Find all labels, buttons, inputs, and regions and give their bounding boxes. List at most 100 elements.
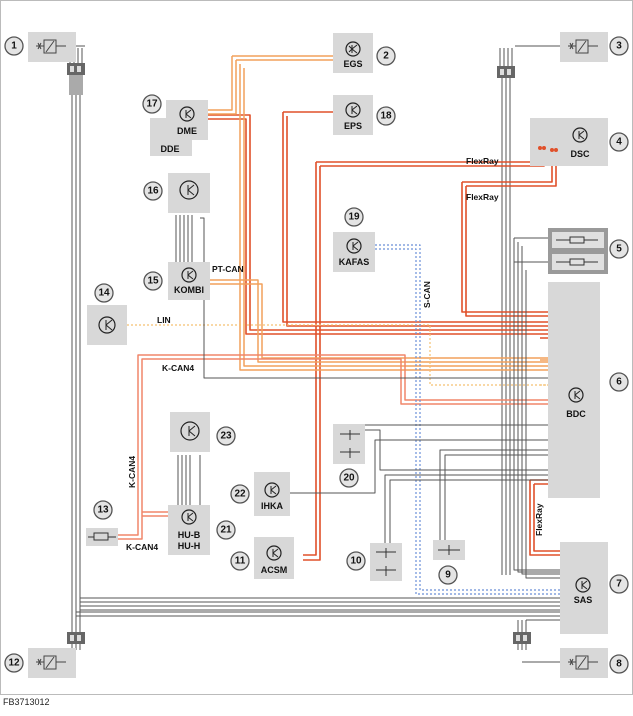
bus-label-k-can4-2: K-CAN4 bbox=[127, 456, 137, 488]
component-6-bdc bbox=[548, 282, 600, 498]
component-16-display bbox=[168, 173, 210, 213]
callout-6: 6 bbox=[609, 372, 629, 392]
component-2-egs bbox=[333, 33, 373, 73]
pt-can-wires bbox=[208, 55, 561, 371]
label-ihka: IHKA bbox=[261, 501, 283, 511]
svg-text:1: 1 bbox=[11, 41, 17, 52]
component-20-switches bbox=[333, 424, 365, 464]
component-11-acsm bbox=[254, 537, 294, 579]
callout-16: 16 bbox=[143, 181, 163, 201]
component-10-switches bbox=[370, 543, 402, 581]
svg-text:2: 2 bbox=[383, 51, 389, 62]
label-acsm: ACSM bbox=[261, 565, 288, 575]
component-4-dsc bbox=[530, 118, 608, 166]
bus-label-flexray-3: FlexRay bbox=[534, 503, 544, 536]
component-15-kombi bbox=[168, 262, 210, 300]
svg-text:9: 9 bbox=[445, 570, 451, 581]
label-sas: SAS bbox=[574, 595, 593, 605]
callout-8: 8 bbox=[609, 654, 629, 674]
svg-text:19: 19 bbox=[348, 212, 360, 223]
callout-15: 15 bbox=[143, 271, 163, 291]
callout-14: 14 bbox=[94, 283, 114, 303]
callout-12: 12 bbox=[4, 653, 24, 673]
component-9-switch bbox=[433, 540, 465, 560]
label-egs: EGS bbox=[343, 59, 362, 69]
component-19-kafas bbox=[333, 232, 375, 272]
callout-21: 21 bbox=[216, 520, 236, 540]
callout-20: 20 bbox=[339, 468, 359, 488]
component-5-fuses bbox=[548, 228, 608, 274]
svg-text:5: 5 bbox=[616, 244, 622, 255]
callout-3: 3 bbox=[609, 36, 629, 56]
connector-left-top bbox=[67, 63, 85, 75]
callout-18: 18 bbox=[376, 106, 396, 126]
svg-text:4: 4 bbox=[616, 137, 622, 148]
callout-13: 13 bbox=[93, 500, 113, 520]
svg-text:22: 22 bbox=[234, 489, 246, 500]
callout-22: 22 bbox=[230, 484, 250, 504]
svg-text:13: 13 bbox=[97, 505, 109, 516]
left-trunk-wires bbox=[69, 48, 83, 628]
label-dde: DDE bbox=[160, 144, 179, 154]
callout-23: 23 bbox=[216, 426, 236, 446]
component-3-actuator bbox=[560, 32, 608, 62]
callout-1: 1 bbox=[4, 36, 24, 56]
connector-right-bottom bbox=[513, 632, 531, 644]
callout-10: 10 bbox=[346, 551, 366, 571]
label-dsc: DSC bbox=[570, 149, 590, 159]
label-bdc: BDC bbox=[566, 409, 586, 419]
component-8-actuator bbox=[560, 648, 608, 678]
label-kombi: KOMBI bbox=[174, 285, 204, 295]
component-14-control bbox=[87, 305, 127, 345]
callout-9: 9 bbox=[438, 565, 458, 585]
svg-text:21: 21 bbox=[220, 525, 232, 536]
callout-5: 5 bbox=[609, 239, 629, 259]
label-kafas: KAFAS bbox=[339, 257, 370, 267]
svg-text:8: 8 bbox=[616, 659, 622, 670]
bus-label-pt-can: PT-CAN bbox=[212, 264, 244, 274]
component-7-sas bbox=[560, 542, 608, 634]
bus-label-k-can4-3: K-CAN4 bbox=[126, 542, 158, 552]
bus-label-flexray-1: FlexRay bbox=[466, 156, 499, 166]
connector-right-top bbox=[497, 66, 515, 78]
callout-19: 19 bbox=[344, 207, 364, 227]
bus-label-flexray-2: FlexRay bbox=[466, 192, 499, 202]
label-eps: EPS bbox=[344, 121, 362, 131]
label-hu-b: HU-B bbox=[178, 530, 201, 540]
svg-text:11: 11 bbox=[235, 556, 246, 567]
component-13-antenna bbox=[86, 528, 118, 546]
label-hu-h: HU-H bbox=[178, 541, 201, 551]
component-21-headunit bbox=[168, 505, 210, 555]
component-1-actuator bbox=[28, 32, 76, 62]
callout-17: 17 bbox=[142, 94, 162, 114]
callout-11: 11 bbox=[230, 551, 250, 571]
svg-text:3: 3 bbox=[616, 41, 622, 52]
callout-4: 4 bbox=[609, 132, 629, 152]
callout-2: 2 bbox=[376, 46, 396, 66]
figure-id: FB3713012 bbox=[3, 697, 50, 707]
svg-text:23: 23 bbox=[220, 431, 232, 442]
component-17-dme-dde bbox=[150, 100, 208, 156]
connector-left-bottom bbox=[67, 632, 85, 644]
component-18-eps bbox=[333, 95, 373, 135]
svg-text:18: 18 bbox=[380, 111, 392, 122]
bus-label-lin: LIN bbox=[157, 315, 171, 325]
svg-text:17: 17 bbox=[146, 99, 158, 110]
svg-text:12: 12 bbox=[8, 658, 20, 669]
svg-text:20: 20 bbox=[343, 473, 355, 484]
svg-text:14: 14 bbox=[98, 288, 110, 299]
label-dme: DME bbox=[177, 126, 197, 136]
s-can-wires bbox=[375, 244, 560, 595]
svg-text:10: 10 bbox=[350, 556, 362, 567]
bus-label-s-can: S-CAN bbox=[422, 281, 432, 308]
svg-text:6: 6 bbox=[616, 377, 622, 388]
svg-text:16: 16 bbox=[147, 186, 159, 197]
callout-7: 7 bbox=[609, 574, 629, 594]
bottom-trunk-wires bbox=[71, 597, 560, 650]
component-23-display bbox=[170, 412, 210, 452]
svg-text:7: 7 bbox=[616, 579, 622, 590]
component-22-ihka bbox=[254, 472, 290, 516]
svg-text:15: 15 bbox=[147, 276, 159, 287]
k-can4-wires bbox=[118, 354, 548, 540]
